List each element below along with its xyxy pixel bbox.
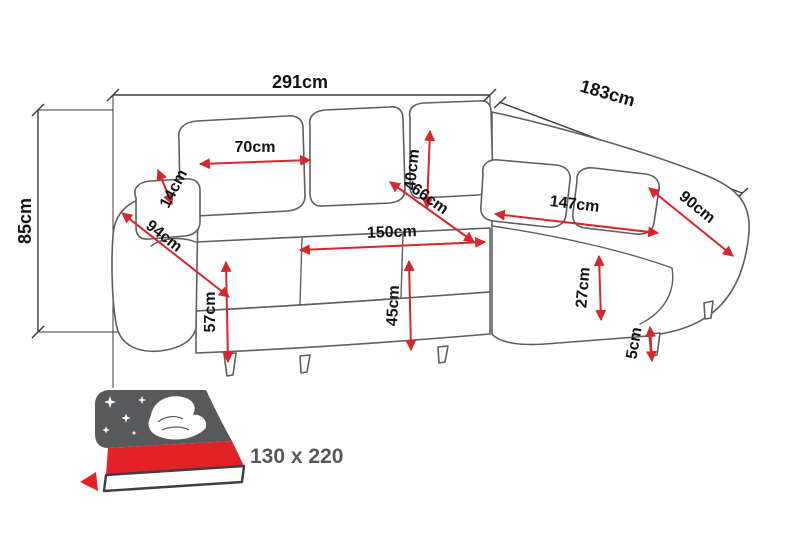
dim-line-backrest-top-depth [156, 168, 174, 206]
back-cushion-height-label: 40cm [402, 148, 423, 190]
leg-height-label: 5cm [623, 326, 645, 360]
dim-line-armrest-outer-depth [121, 212, 230, 298]
dim-line-leg-height [645, 325, 657, 363]
sofa-leg [437, 345, 449, 364]
dim-line-chaise-seat-height [593, 254, 607, 322]
chaise-front-seam [639, 267, 674, 325]
bed-size-label: 130 x 220 [250, 445, 343, 468]
dim-line-seat-height [403, 259, 417, 352]
overall-height-label: 85cm [15, 198, 35, 244]
dim-line-chaise-length [493, 209, 660, 238]
dim-line-back-cushion-width [198, 154, 312, 170]
sofa-leg [703, 300, 714, 320]
seat-length-label: 150cm [367, 223, 417, 242]
seat-height-label: 45cm [384, 285, 403, 327]
bed-blanket-fold [161, 426, 190, 431]
dim-line-chaise-depth [648, 187, 734, 257]
bed-mattress-top [106, 441, 244, 475]
overall-width-label: 291cm [272, 72, 328, 92]
back-cushion-width-label: 70cm [235, 139, 276, 156]
armrest-height-label: 57cm [202, 292, 219, 333]
sofa-outline [111, 100, 750, 377]
bed-blanket [147, 395, 208, 441]
bed-mattress-base [102, 464, 246, 493]
chaise-length-label: 147cm [549, 193, 601, 216]
sofa-bed-icon [80, 390, 246, 493]
dim-line-armrest-height [220, 260, 234, 364]
dim-tick [493, 96, 507, 109]
dim-line-seat-length [298, 236, 487, 256]
sofa-leg [299, 354, 311, 374]
bed-blanket-fold [157, 416, 184, 423]
overall-depth-label: 183cm [578, 76, 637, 111]
sofa-leg [223, 352, 237, 377]
back-cushion-middle [308, 106, 406, 207]
overall-height-dimension: 85cm [15, 103, 120, 339]
dim-line-corner-seat-diagonal [389, 181, 475, 243]
unfold-arrow-icon [80, 472, 98, 491]
front-base-panel [195, 291, 491, 354]
chaise-seat-height-label: 27cm [573, 266, 594, 308]
overall-width-dimension: 291cm [106, 72, 497, 388]
